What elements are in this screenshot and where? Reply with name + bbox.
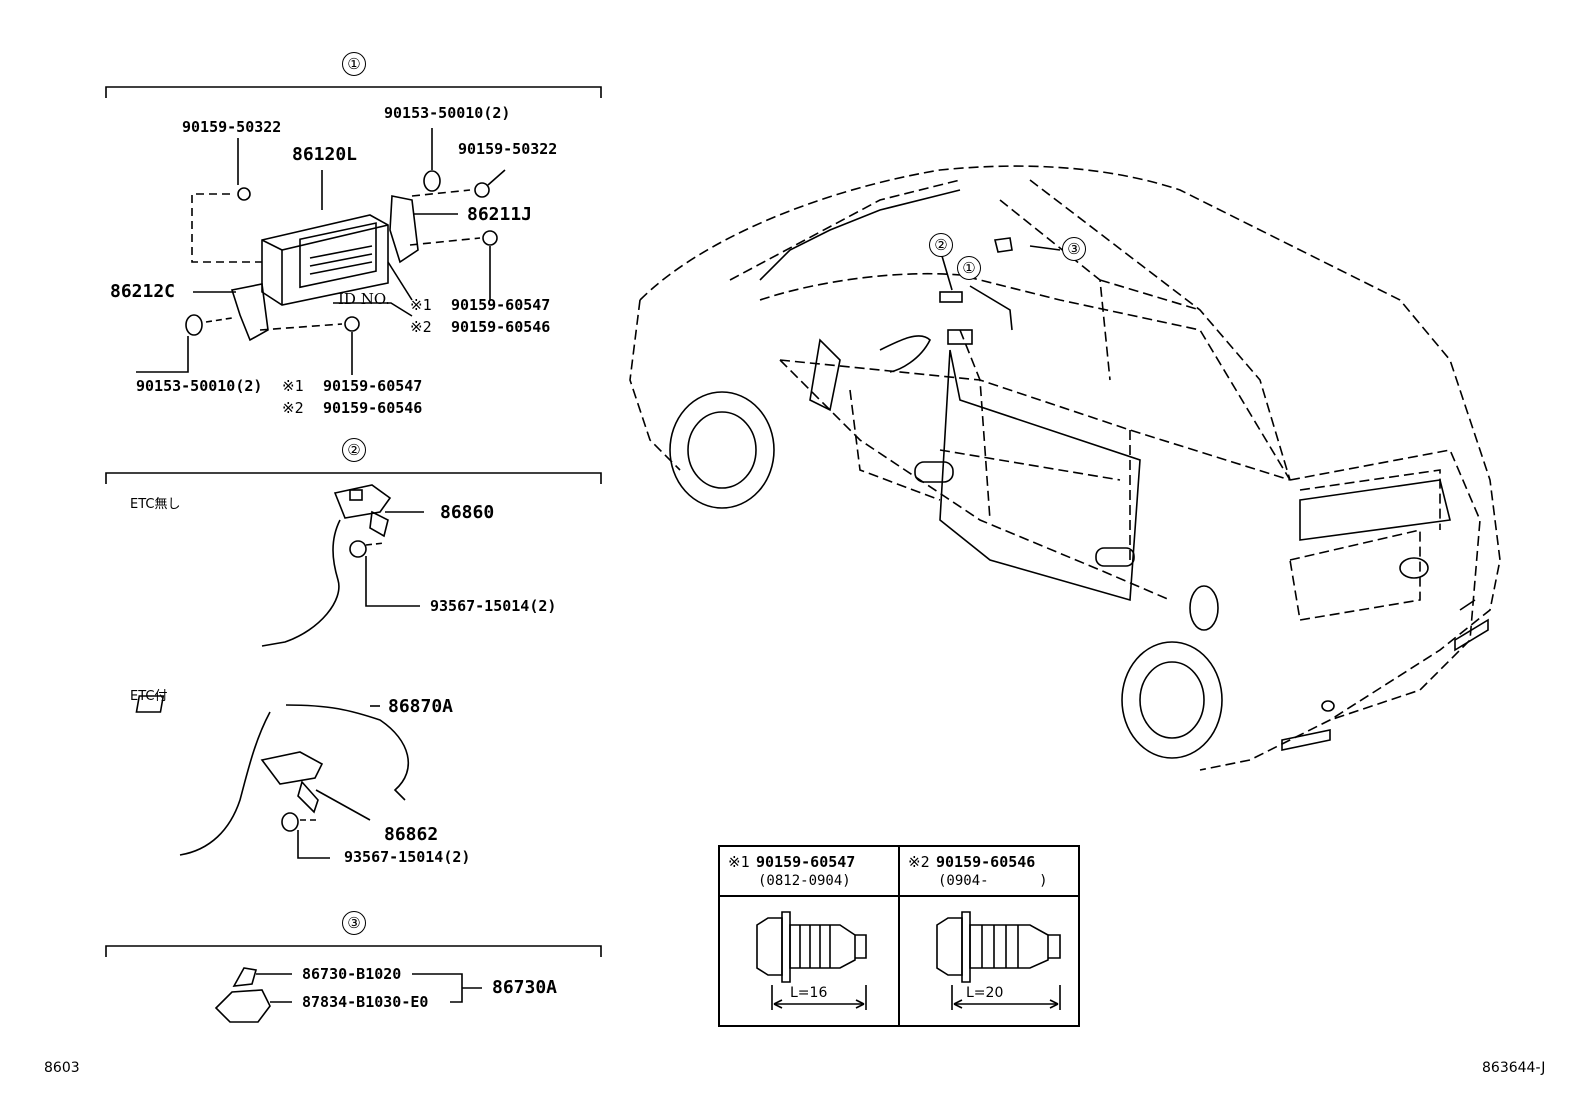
part-93567-15014-clip2[interactable]: 93567-15014(2) [344,848,471,866]
etc-with-label: ETC付 [130,689,168,704]
bolt-comparison-table: ※1 90159-60547 (0812-0904) L=16 ※2 90159… [718,845,1080,1027]
bolt-table-mark-2: ※2 [908,853,930,871]
part-93567-15014-clip1[interactable]: 93567-15014(2) [430,597,557,615]
part-90159-60546-right[interactable]: 90159-60546 [451,318,551,336]
vehicle-outline [629,165,1501,771]
car-callout-3[interactable]: ③ [1062,237,1086,261]
bolt-table-mark-1: ※1 [728,853,750,871]
footer-right-code: 863644-J [1482,1060,1546,1076]
part-86730-B1020[interactable]: 86730-B1020 [302,965,402,983]
group1-marker: ① [342,52,366,76]
group3-bracket-line [105,945,602,957]
bolt-table-head-2: ※2 90159-60546 (0904- ) [900,847,1080,897]
part-90159-50322-top-right[interactable]: 90159-50322 [458,140,558,158]
part-90153-50010-bottom[interactable]: 90153-50010(2) [136,377,263,395]
footer-left-code: 8603 [44,1060,80,1076]
mark-1-right: ※1 [410,296,432,314]
car-callout-2[interactable]: ② [929,233,953,257]
group3-parts-drawing [214,967,482,1023]
bolt-table-col-2: ※2 90159-60546 (0904- ) L=20 [900,847,1080,1025]
group2-marker: ② [342,438,366,462]
part-87834-B1030-E0[interactable]: 87834-B1030-E0 [302,993,429,1011]
part-86211J-bracket-right[interactable]: 86211J [467,204,533,225]
mark-2-bottom: ※2 [282,399,304,417]
part-86870A-antenna-assy[interactable]: 86870A [388,696,454,717]
part-86120L-nav-unit[interactable]: 86120L [292,144,358,165]
etc-antenna-86870A-drawing [135,695,410,859]
etc-antenna-86860-drawing [261,484,424,647]
bolt-table-col-1: ※1 90159-60547 (0812-0904) L=16 [720,847,900,1025]
vehicle-solid-lines [669,189,1489,759]
part-90159-60547-right[interactable]: 90159-60547 [451,296,551,314]
mark-2-right: ※2 [410,318,432,336]
group3-marker: ③ [342,911,366,935]
bolt-table-length-2: L=20 [966,985,1004,1001]
etc-without-label: ETC無し [130,497,181,512]
part-86730A-assy[interactable]: 86730A [492,977,558,998]
id-no-label: ID NO. [338,290,391,308]
bolt-table-part-2[interactable]: 90159-60546 [936,853,1036,871]
part-86862-bracket[interactable]: 86862 [384,824,439,845]
car-callout-1[interactable]: ① [957,256,981,280]
bolt-table-dates-1: (0812-0904) [758,873,851,889]
part-90159-60546-bottom[interactable]: 90159-60546 [323,399,423,417]
part-90159-60547-bottom[interactable]: 90159-60547 [323,377,423,395]
group1-bracket-line [105,86,602,98]
nav-unit-drawing [261,214,389,306]
group2-bracket-line [105,472,602,484]
bolt-table-length-1: L=16 [790,985,828,1001]
bolt-table-dates-2: (0904- ) [938,873,1048,889]
mark-1-bottom: ※1 [282,377,304,395]
bolt-table-part-1[interactable]: 90159-60547 [756,853,856,871]
bolt-table-head-1: ※1 90159-60547 (0812-0904) [720,847,898,897]
part-86212C-bracket-left[interactable]: 86212C [110,281,176,302]
part-86860-antenna[interactable]: 86860 [440,502,495,523]
part-90153-50010-top[interactable]: 90153-50010(2) [384,104,511,122]
part-90159-50322-top-left[interactable]: 90159-50322 [182,118,282,136]
bolt-table-drawings [756,911,1061,1010]
